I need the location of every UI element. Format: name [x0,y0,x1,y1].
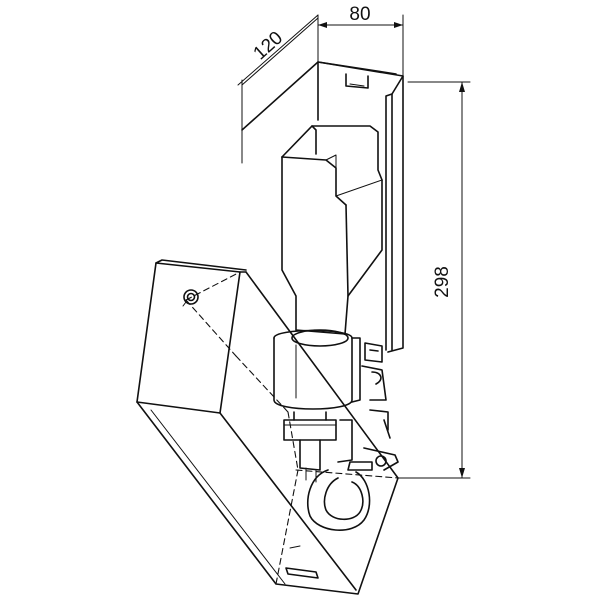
nozzle-assembly [283,411,373,483]
dispenser-housing [136,259,399,595]
key-lock-icon [182,289,199,307]
pump-cylinder [273,329,361,410]
drip-hose [306,469,371,531]
hidden-lines [185,271,399,585]
wall-bracket [241,61,404,471]
depth-label: 120 [250,28,288,65]
height-label: 298 [432,266,453,298]
width-label: 80 [349,4,370,25]
dimension-depth: 120 [237,14,319,164]
dimension-height: 298 [397,81,471,479]
dimension-width: 80 [317,4,404,76]
refill-bottle [281,125,383,347]
